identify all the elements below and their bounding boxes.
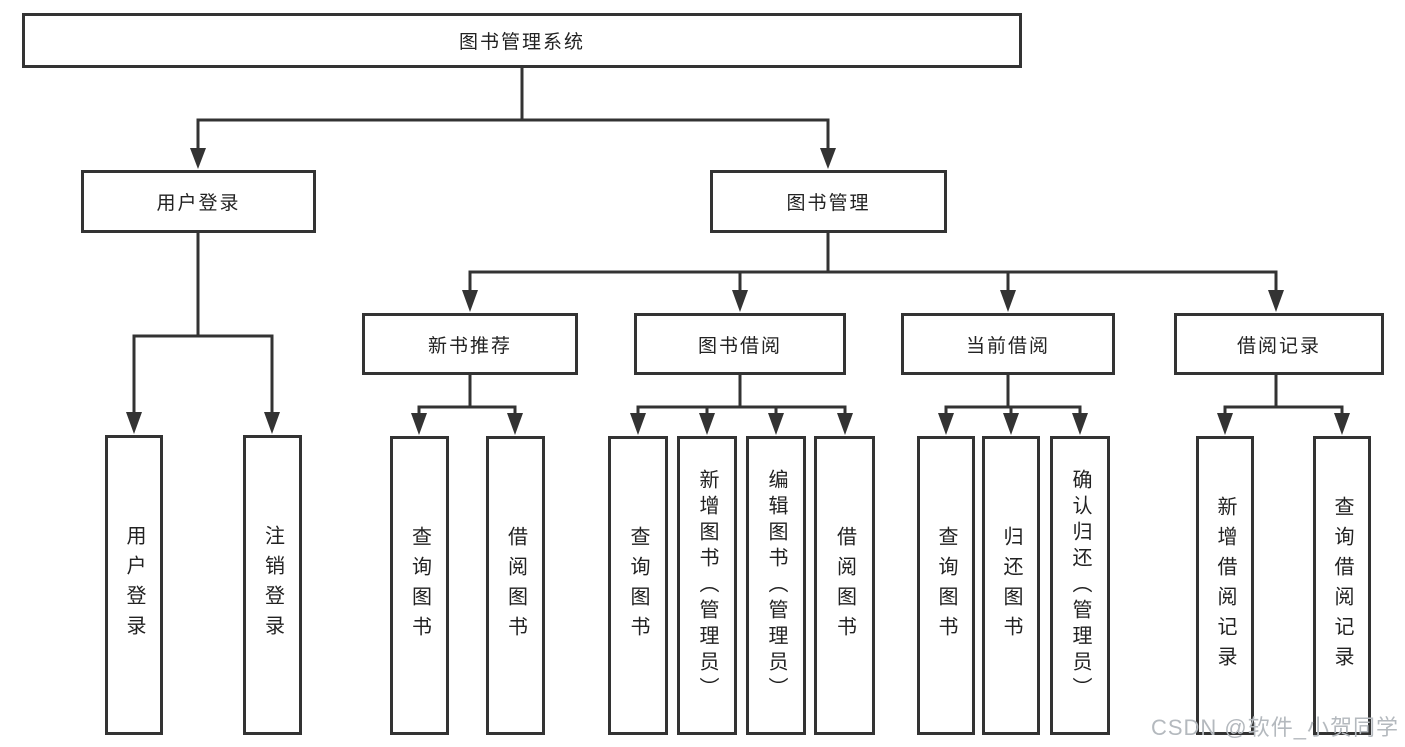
- node-user-login: 用户登录: [81, 170, 316, 233]
- node-book-borrow: 图书借阅: [634, 313, 846, 375]
- leaf-borrow-query-books: 查询图书: [608, 436, 668, 735]
- leaf-user-login: 用户登录: [105, 435, 163, 735]
- leaf-logout: 注销登录: [243, 435, 302, 735]
- leaf-newbook-query-books: 查询图书: [390, 436, 449, 735]
- connector-segments: [132, 66, 1344, 418]
- watermark: CSDN @软件_小贺同学: [1150, 715, 1399, 740]
- node-root: 图书管理系统: [22, 13, 1022, 68]
- node-borrow-records: 借阅记录: [1174, 313, 1384, 375]
- leaf-records-query-record: 查询借阅记录: [1313, 436, 1371, 735]
- leaf-borrow-add-books-admin: 新增图书（管理员）: [677, 436, 737, 735]
- leaf-current-confirm-return-admin: 确认归还（管理员）: [1050, 436, 1110, 735]
- leaf-records-add-record: 新增借阅记录: [1196, 436, 1254, 735]
- node-current-borrow: 当前借阅: [901, 313, 1115, 375]
- arrowheads: [126, 148, 1350, 435]
- node-book-management: 图书管理: [710, 170, 947, 233]
- leaf-current-return-books: 归还图书: [982, 436, 1040, 735]
- node-new-book-recommend: 新书推荐: [362, 313, 578, 375]
- leaf-borrow-borrow-books: 借阅图书: [814, 436, 875, 735]
- leaf-borrow-edit-books-admin: 编辑图书（管理员）: [746, 436, 806, 735]
- leaf-current-query-books: 查询图书: [917, 436, 975, 735]
- leaf-newbook-borrow-books: 借阅图书: [486, 436, 545, 735]
